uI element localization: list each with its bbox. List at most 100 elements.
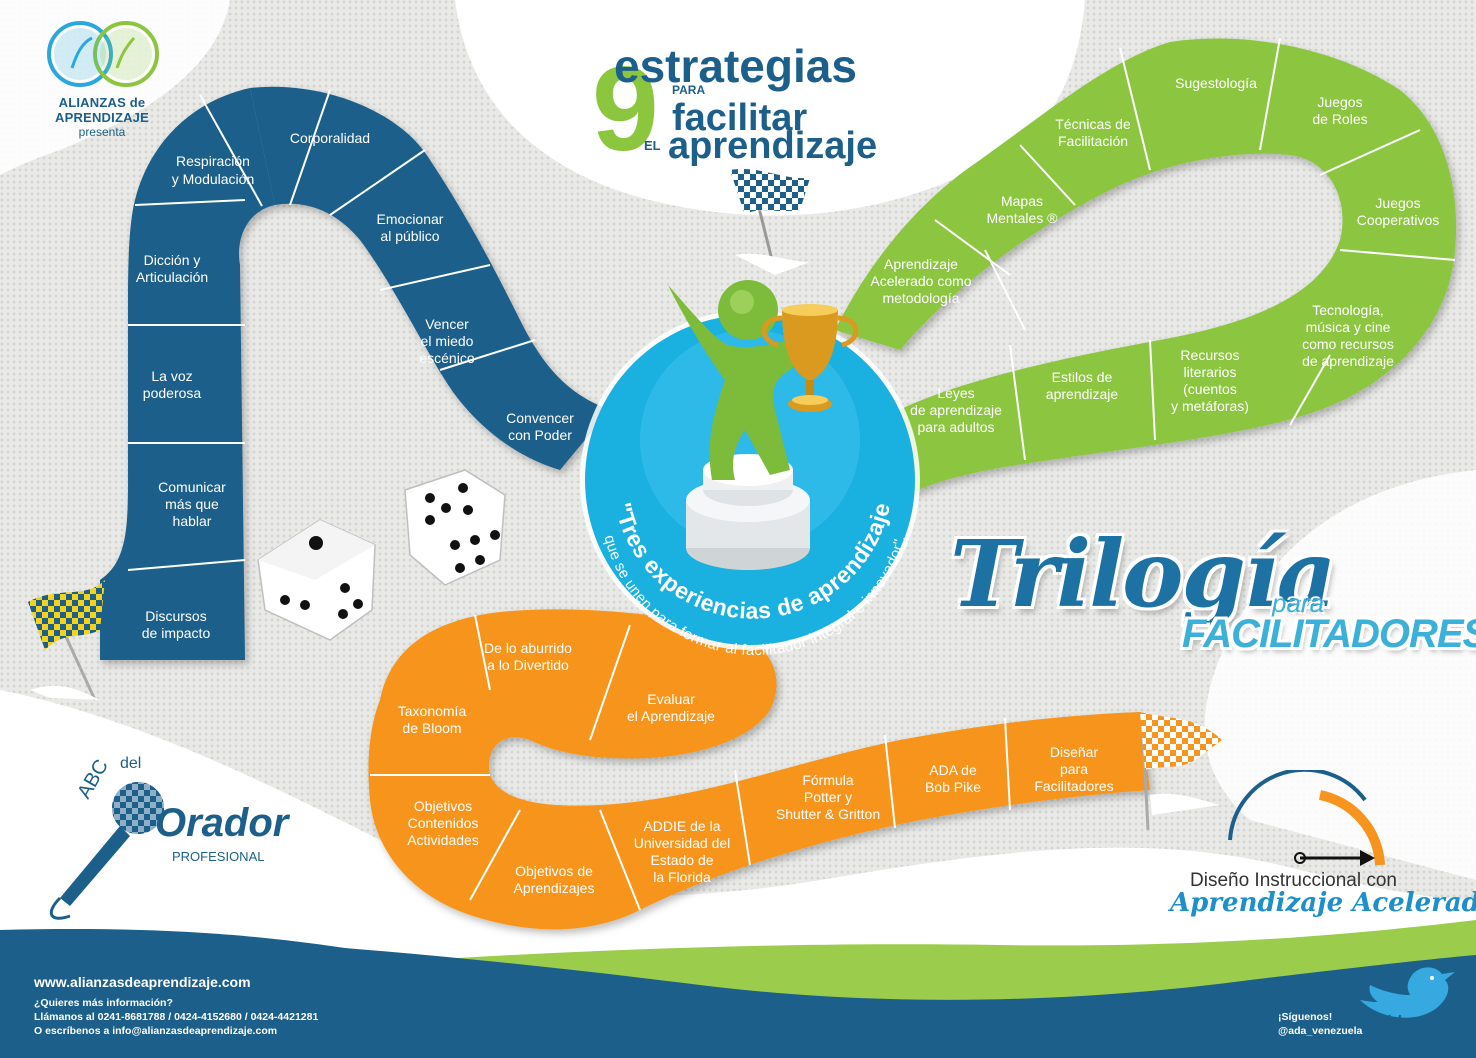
blue-step-discursos-1: Discursos [145,608,206,624]
orange-step-formula-3: Shutter & Gritton [776,806,880,822]
alianzas-rings-icon [47,21,159,87]
green-step-recursos-4: y metáforas) [1171,398,1249,414]
alianzas-presents: presenta [78,125,126,139]
blue-step-diccion-2: Articulación [136,269,208,285]
title-number: 9 [592,42,659,176]
orange-step-bloom-2: de Bloom [402,720,461,736]
blue-step-comunicar-2: más que [165,496,219,512]
orange-step-objaprend-2: Aprendizajes [514,880,595,896]
twitter-bird-icon[interactable] [1360,967,1455,1031]
green-step-recursos-3: (cuentos [1183,381,1237,397]
orange-step-objaprend-1: Objetivos de [515,863,593,879]
green-step-tecnologia-3: como recursos [1302,336,1394,352]
checkered-flag-icon [28,580,105,701]
green-step-mapas-2: Mentales ® [986,210,1058,226]
green-step-juegos-roles-1: Juegos [1317,94,1362,110]
orange-step-disenar-2: para [1060,761,1088,777]
green-step-tecnologia-1: Tecnología, [1312,302,1384,318]
footer-more-info: ¿Quieres más información? [34,997,173,1009]
alianzas-logo: ALIANZAS de APRENDIZAJE presenta [22,18,182,139]
blue-step-voz-1: La voz [151,368,192,384]
blue-step-convencer-1: Convencer [506,410,574,426]
blue-step-vencer-1: Vencer [425,316,469,332]
orange-step-evaluar-1: Evaluar [647,691,695,707]
orange-step-objetivos-3: Actividades [407,832,479,848]
green-step-tecnologia-4: de aprendizaje [1302,353,1394,369]
alianzas-brand-name: ALIANZAS de APRENDIZAJE [55,95,149,125]
blue-step-emocionar-1: Emocionar [377,211,444,227]
blue-step-emocionar-2: al público [380,228,439,244]
blue-step-vencer-2: el miedo [421,333,474,349]
footer-contact: www.alianzasdeaprendizaje.com ¿Quieres m… [34,974,318,1038]
figure-body [668,285,798,480]
blue-step-diccion-1: Dicción y [144,252,201,268]
blue-step-vencer-3: escénico [419,350,474,366]
microphone-icon [49,782,164,920]
green-step-sugestologia: Sugestología [1175,75,1257,91]
abc-orador: Orador [155,801,291,845]
footer-url[interactable]: www.alianzasdeaprendizaje.com [34,974,251,990]
footer-follow: ¡Síguenos! @ada_venezuela [1278,1010,1362,1038]
trilogia-title: Trilogía para FACILITADORES [950,520,1476,670]
green-step-cooperativos-1: Juegos [1375,195,1420,211]
footer-phones: Llámanos al 0241-8681788 / 0424-4152680 … [34,1011,319,1023]
title-word2: facilitar [672,97,807,139]
green-step-leyes-1: Leyes [937,385,974,401]
blue-step-comunicar-3: hablar [173,513,212,529]
orange-step-addie-4: la Florida [653,869,711,885]
main-title: 9 estrategias PARA facilitar EL aprendiz… [592,40,877,176]
trophy-icon [761,304,859,412]
orange-step-aburrido-1: De lo aburrido [484,640,572,656]
footer-handle[interactable]: @ada_venezuela [1278,1025,1363,1037]
blue-step-discursos-2: de impacto [142,625,211,641]
orange-step-disenar-3: Facilitadores [1034,778,1113,794]
green-step-leyes-2: de aprendizaje [910,402,1002,418]
green-step-tecnicas-2: Facilitación [1058,133,1128,149]
orange-step-ada-1: ADA de [929,762,977,778]
dice-icon [404,469,506,586]
abc-orador-logo: ABC del Orador PROFESIONAL [49,755,291,920]
blue-step-comunicar-1: Comunicar [158,479,226,495]
title-small1: PARA [672,83,705,97]
green-step-leyes-3: para adultos [917,419,994,435]
orange-step-aburrido-2: a lo Divertido [487,657,569,673]
abc-profesional: PROFESIONAL [172,849,264,864]
green-step-juegos-roles-2: de Roles [1312,111,1367,127]
checkered-flag-icon [730,168,810,275]
green-step-aprendizaje-1: Aprendizaje [884,256,958,272]
diseno-line1: Diseño Instruccional con [1190,870,1397,891]
green-step-recursos-2: literarios [1184,364,1237,380]
green-step-estilos-1: Estilos de [1052,369,1113,385]
orange-step-ada-2: Bob Pike [925,779,981,795]
green-step-mapas-1: Mapas [1001,193,1043,209]
blue-step-corporalidad: Corporalidad [290,130,370,146]
orange-step-addie-3: Estado de [650,852,713,868]
title-word1: estrategias [614,40,857,92]
title-small2: EL [644,138,661,153]
green-step-recursos-1: Recursos [1180,347,1239,363]
green-step-tecnicas-1: Técnicas de [1055,116,1131,132]
arrow-gauge-icon [1228,767,1385,866]
orange-step-formula-1: Fórmula [802,772,854,788]
orange-step-addie-2: Universidad del [634,835,731,851]
diseno-line2: Aprendizaje Acelerado [1170,888,1476,918]
orange-step-evaluar-2: el Aprendizaje [627,708,715,724]
green-step-tecnologia-2: música y cine [1306,319,1391,335]
green-step-estilos-2: aprendizaje [1046,386,1119,402]
green-step-aprendizaje-3: metodología [882,290,959,306]
orange-step-disenar-1: Diseñar [1050,744,1099,760]
footer-email[interactable]: O escríbenos a info@alianzasdeaprendizaj… [34,1025,278,1037]
trilogia-para: para [1272,588,1325,618]
green-step-aprendizaje-2: Acelerado como [870,273,971,289]
trilogia-word: Trilogía [950,520,1336,628]
green-step-cooperativos-2: Cooperativos [1357,212,1440,228]
